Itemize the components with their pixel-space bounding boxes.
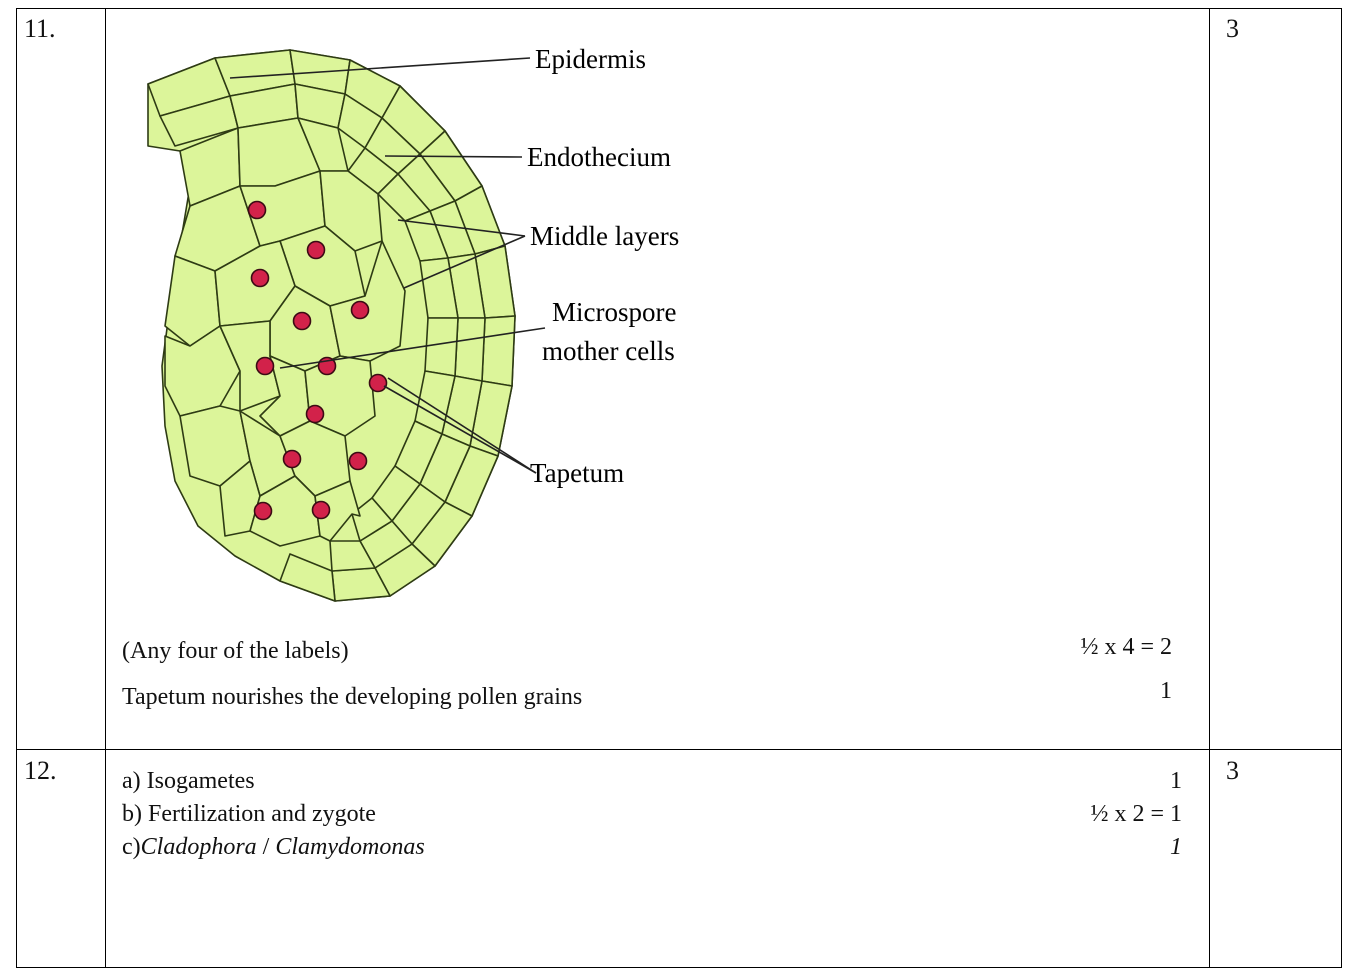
option-prefix: c) xyxy=(122,834,141,860)
nucleus xyxy=(294,313,311,330)
nucleus xyxy=(308,242,325,259)
answer-line: Tapetum nourishes the developing pollen … xyxy=(122,684,582,711)
line-marks: ½ x 4 = 2 xyxy=(1080,634,1172,661)
separator: / xyxy=(257,834,276,860)
organism-name: Cladophora xyxy=(141,834,257,860)
anther-wall-diagram: Epidermis Endothecium Middle layers Micr… xyxy=(120,36,740,616)
label-mother-cells: mother cells xyxy=(542,336,675,366)
nucleus xyxy=(313,502,330,519)
label-microspore: Microspore xyxy=(552,297,676,327)
total-marks: 3 xyxy=(1226,756,1239,786)
label-epidermis: Epidermis xyxy=(535,44,646,74)
organism-name: Clamydomonas xyxy=(275,834,424,860)
question-number: 12. xyxy=(24,756,57,786)
answer-line: c)Cladophora / Clamydomonas xyxy=(122,834,425,861)
nucleus xyxy=(370,375,387,392)
epidermis-cell xyxy=(482,316,515,386)
answer-line: (Any four of the labels) xyxy=(122,638,349,665)
nucleus xyxy=(307,406,324,423)
column-divider xyxy=(105,9,106,967)
line-marks: ½ x 2 = 1 xyxy=(1090,801,1182,828)
label-endothecium: Endothecium xyxy=(527,142,671,172)
nucleus xyxy=(352,302,369,319)
line-marks: 1 xyxy=(1160,678,1172,705)
question-number: 11. xyxy=(24,14,56,44)
answer-line: b) Fertilization and zygote xyxy=(122,801,376,828)
nucleus xyxy=(249,202,266,219)
label-tapetum: Tapetum xyxy=(530,458,624,488)
wall-cell xyxy=(425,318,458,376)
wall-cell xyxy=(455,318,485,381)
answer-line: a) Isogametes xyxy=(122,768,255,795)
line-marks: 1 xyxy=(1170,768,1182,795)
row-divider xyxy=(17,749,1341,750)
cell-layers xyxy=(148,50,515,601)
nucleus xyxy=(255,503,272,520)
nucleus xyxy=(284,451,301,468)
nucleus xyxy=(252,270,269,287)
nucleus xyxy=(350,453,367,470)
total-marks: 3 xyxy=(1226,14,1239,44)
line-marks: 1 xyxy=(1170,834,1182,861)
column-divider xyxy=(1209,9,1210,967)
nucleus xyxy=(257,358,274,375)
label-middle-layers: Middle layers xyxy=(530,221,679,251)
pointer-line xyxy=(385,156,522,157)
